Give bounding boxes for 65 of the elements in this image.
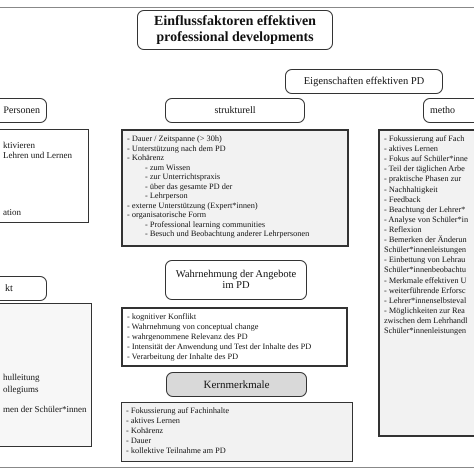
heading-box [0,276,47,301]
list-box [121,129,349,247]
list-item: - wahrgenommene Relevanz des PD [127,332,249,342]
heading-box [285,69,443,94]
list-item: - organisatorische Form [127,210,208,220]
list-item: - Fokussierung auf Fach [384,134,466,144]
list-item: - weiterführende Erforsc [384,286,467,296]
list-item: - Feedback [384,194,422,205]
list-item: - Fokussierung auf Fachinhalte [126,406,230,416]
heading-box [165,98,305,123]
list-item: hulleitung [3,372,40,383]
list-item: - Besuch und Beobachtung anderer Lehrpersonen [144,229,310,239]
list-item: - kognitiver Konflikt [127,312,198,322]
list-item: - Fokus auf Schüler*inne [384,154,469,164]
list-item: - Professional learning communities [144,220,266,230]
heading-text: Eigenschaften effektiven PD [304,76,424,87]
list-item: - Verarbeitung der Inhalte des PD [127,352,240,363]
list-item: - Lehrperson [144,191,189,201]
list-item: - Möglichkeiten zur Rea zwischen dem Lehrhandl Schüler*innenleistungen [384,306,468,336]
list-item: - über das gesamte PD der [144,182,234,192]
title-text: Einflussfaktoren effektiven professional developments [153,14,317,46]
list-item: - Nachhaltigkeit [384,184,439,195]
heading-text: kt [5,283,13,294]
list-item: - zum Wissen [144,162,192,172]
list-item: - kollektive Teilnahme am PD [126,446,227,457]
list-box [0,129,89,223]
list-item: - Kohärenz [126,426,164,436]
list-item: - aktives Lernen [384,144,439,154]
list-item: - Dauer [126,436,152,446]
list-item: - Unterstützung nach dem PD [127,144,227,154]
heading-box [0,98,47,123]
heading-box [423,98,474,123]
title-box [137,10,333,50]
list-item: - externe Unterstützung (Expert*innen) [127,200,259,210]
list-item: - Einbettung von Lehrau Schüler*innenbeobachtu [384,255,468,276]
heading-text: Wahrnehmung der Angebote im PD [174,269,298,291]
list-item: - Merkmale effektiven U [384,276,468,286]
list-item: - zur Unterrichtspraxis [144,172,222,182]
heading-text: Kernmerkmale [204,378,270,390]
list-box [121,402,353,462]
list-item: - aktives Lernen [126,416,181,426]
list-box [0,303,92,447]
list-item: - Analyse von Schüler*in [384,214,470,225]
list-item: - Teil der täglichen Arbe [384,164,466,174]
heading-box [165,260,307,300]
list-item: - Beachtung der Lehrer* [384,204,466,215]
heading-box [166,372,307,397]
list-item: ktivieren [3,140,35,151]
list-item: ollegiums [3,384,38,395]
heading-text: metho [430,105,455,116]
list-item: Lehren und Lernen [3,150,72,161]
list-item: - Bemerken der Änderun Schüler*innenleistungen [384,235,468,256]
list-item: - Intensität der Anwendung und Test der Inhalte des PD [127,342,312,352]
heading-text: strukturell [214,105,256,116]
list-item: ation [3,207,21,218]
heading-text: Personen [3,105,40,116]
list-box [378,129,474,437]
list-item: - praktische Phasen zur [384,174,462,185]
list-box [121,307,348,367]
list-item: men der Schüler*innen [3,404,86,415]
list-item: - Lehrer*innenselbsteval [384,296,468,306]
list-item: - Reflexion [384,224,423,236]
list-item: - Kohärenz [127,153,166,163]
list-item: - Wahrnehmung von conceptual change [127,322,260,332]
list-item: - Dauer / Zeitspanne (> 30h) [127,134,223,144]
